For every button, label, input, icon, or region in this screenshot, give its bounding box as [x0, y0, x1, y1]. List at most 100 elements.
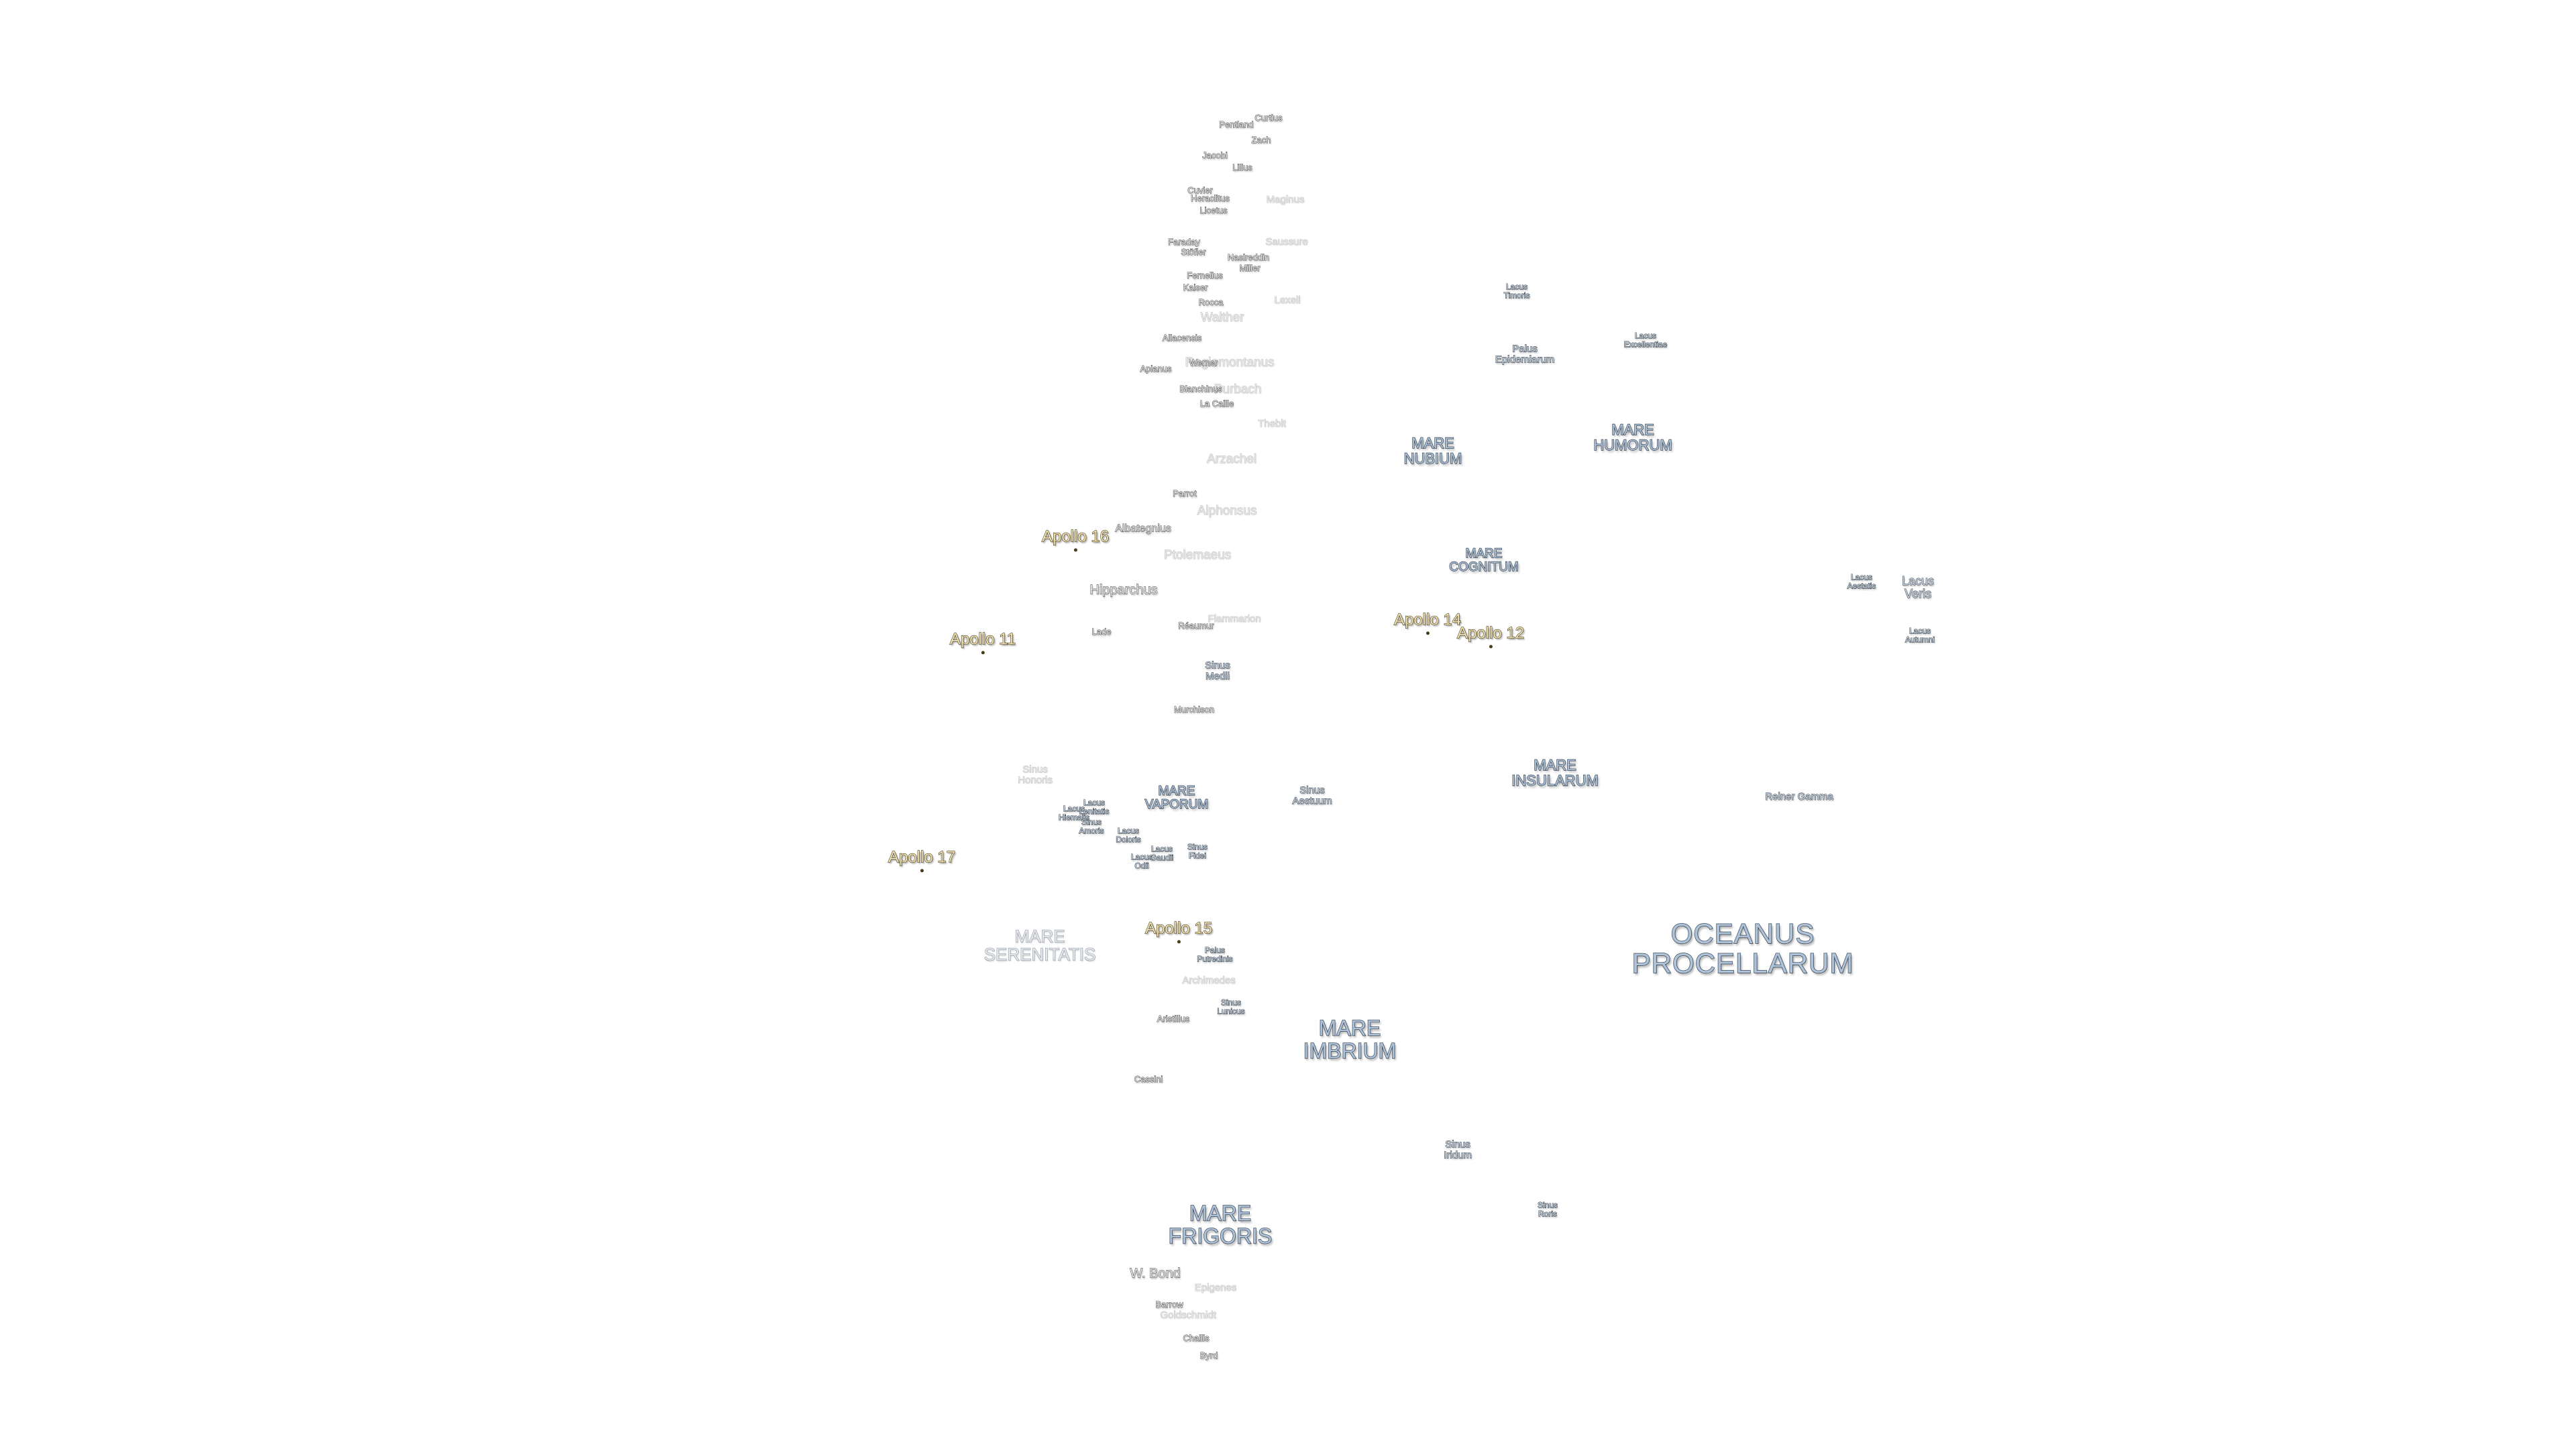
crater-label-cassini[interactable]: Cassini: [1134, 1074, 1163, 1085]
sea-label-mare-serenitatis-line-2: SERENITATIS: [983, 945, 1096, 965]
feature-label-sinus-aestuum-line-1: Sinus: [1299, 784, 1326, 796]
faint-crater-label-flammarion[interactable]: Flammarion: [1208, 613, 1261, 625]
sea-label-mare-cognitum-line-2: COGNITUM: [1449, 560, 1519, 574]
crater-label-miller[interactable]: Miller: [1239, 263, 1260, 274]
feature-label-lacus-odii-line-2: Odii: [1134, 861, 1149, 870]
landing-site-label-apollo-16[interactable]: Apollo 16: [1041, 527, 1110, 552]
crater-label-la-caille[interactable]: La Caille: [1199, 398, 1234, 409]
faint-crater-label-purbach[interactable]: Purbach: [1214, 382, 1262, 397]
faint-crater-label-regiomontanus[interactable]: Regiomontanus: [1185, 356, 1275, 370]
crater-label-lilius[interactable]: Lilius: [1232, 162, 1253, 173]
crater-label-murchison[interactable]: Murchison: [1174, 704, 1215, 715]
feature-label-lacus-timoris-line-1: Lacus: [1505, 282, 1528, 292]
feature-label-reiner-gamma-line-1: Reiner Gamma: [1765, 791, 1834, 803]
faint-crater-label-ptolemaeus[interactable]: Ptolemaeus: [1163, 548, 1232, 563]
crater-label-blanchinus[interactable]: Blanchinus: [1179, 384, 1223, 394]
crater-label-zach[interactable]: Zach: [1251, 135, 1271, 146]
crater-label-barrow[interactable]: Barrow: [1155, 1299, 1183, 1310]
sea-label-mare-nubium-line-1: MARE: [1411, 434, 1455, 451]
feature-label-lacus-timoris-line-2: Timoris: [1503, 290, 1530, 300]
faint-crater-label-archimedes[interactable]: Archimedes: [1182, 975, 1236, 987]
faint-crater-label-saussure[interactable]: Saussure: [1265, 236, 1308, 248]
faint-crater-label-arzachel[interactable]: Arzachel: [1207, 452, 1257, 467]
crater-label-jacobi[interactable]: Jacobi: [1202, 150, 1228, 161]
crater-label-lade[interactable]: Lade: [1091, 627, 1112, 637]
sea-label-mare-frigoris-line-2: FRIGORIS: [1168, 1224, 1273, 1248]
crater-label-reaumur[interactable]: Réaumur: [1178, 621, 1214, 631]
crater-label-albategnius[interactable]: Albategnius: [1115, 523, 1172, 535]
faint-crater-label-goldschmidt[interactable]: Goldschmidt: [1160, 1309, 1216, 1322]
crater-label-faraday[interactable]: Faraday: [1168, 237, 1201, 248]
crater-label-w-bond[interactable]: W. Bond: [1130, 1266, 1181, 1281]
faint-crater-label-thebit[interactable]: Thebit: [1258, 418, 1286, 430]
crater-label-aliacensis[interactable]: Aliacensis: [1162, 333, 1202, 343]
faint-crater-label-lexell[interactable]: Lexell: [1274, 294, 1301, 307]
landing-site-label-apollo-15[interactable]: Apollo 15: [1144, 919, 1213, 944]
crater-label-fernelius[interactable]: Fernelius: [1187, 270, 1223, 281]
landing-site-label-apollo-12[interactable]: Apollo 12: [1456, 624, 1525, 649]
crater-label-curtius[interactable]: Curtius: [1254, 113, 1283, 123]
feature-label-lacus-veris-line-1: Lacus: [1901, 574, 1935, 588]
landing-site-label-apollo-11[interactable]: Apollo 11: [949, 630, 1016, 655]
feature-label-palus-epidemiarum-line-1: Palus: [1512, 343, 1538, 355]
crater-label-cuvier[interactable]: Cuvier: [1187, 185, 1213, 196]
crater-label-kaiser[interactable]: Kaiser: [1183, 282, 1208, 293]
crater-label-licetus[interactable]: Licetus: [1199, 205, 1228, 216]
faint-crater-label-alphonsus[interactable]: Alphonsus: [1197, 504, 1257, 519]
landing-site-label-apollo-14[interactable]: Apollo 14: [1393, 610, 1462, 635]
crater-label-werner[interactable]: Werner: [1189, 358, 1218, 368]
crater-label-walther[interactable]: Walther: [1200, 311, 1244, 325]
crater-label-aristillus[interactable]: Aristillus: [1157, 1014, 1190, 1024]
feature-label-lacus-doloris-line-1: Lacus: [1117, 826, 1140, 836]
crater-label-pentland[interactable]: Pentland: [1219, 119, 1254, 130]
crater-label-stoefler[interactable]: Stöfler: [1181, 247, 1206, 258]
sea-label-mare-vaporum-line-2: VAPORUM: [1144, 798, 1209, 812]
faint-crater-label-maginus[interactable]: Maginus: [1266, 194, 1305, 206]
landing-site-label-apollo-17[interactable]: Apollo 17: [888, 848, 956, 873]
feature-label-lacus-lenitatis-line-1: Lacus: [1083, 798, 1106, 808]
feature-label-palus-putredinis-line-1: Palus: [1204, 945, 1226, 955]
crater-label-nasireddin[interactable]: Nasireddin: [1227, 252, 1270, 263]
crater-label-heraclitus[interactable]: Heraclitus: [1191, 193, 1230, 204]
crater-label-rocca[interactable]: Rocca: [1198, 297, 1224, 308]
faint-crater-label-epigenes[interactable]: Epigenes: [1194, 1282, 1237, 1294]
crater-label-byrd[interactable]: Byrd: [1199, 1350, 1218, 1361]
feature-label-reiner-gamma[interactable]: Reiner Gamma: [1765, 791, 1834, 803]
sea-label-oceanus-procellarum-line-1: OCEANUS: [1670, 917, 1815, 949]
crater-label-apianus[interactable]: Apianus: [1140, 364, 1172, 374]
crater-label-challis[interactable]: Challis: [1183, 1333, 1210, 1344]
crater-label-hipparchus[interactable]: Hipparchus: [1089, 582, 1158, 598]
sea-label-mare-cognitum-line-1: MARE: [1465, 547, 1503, 561]
crater-label-parrot[interactable]: Parrot: [1173, 488, 1197, 499]
